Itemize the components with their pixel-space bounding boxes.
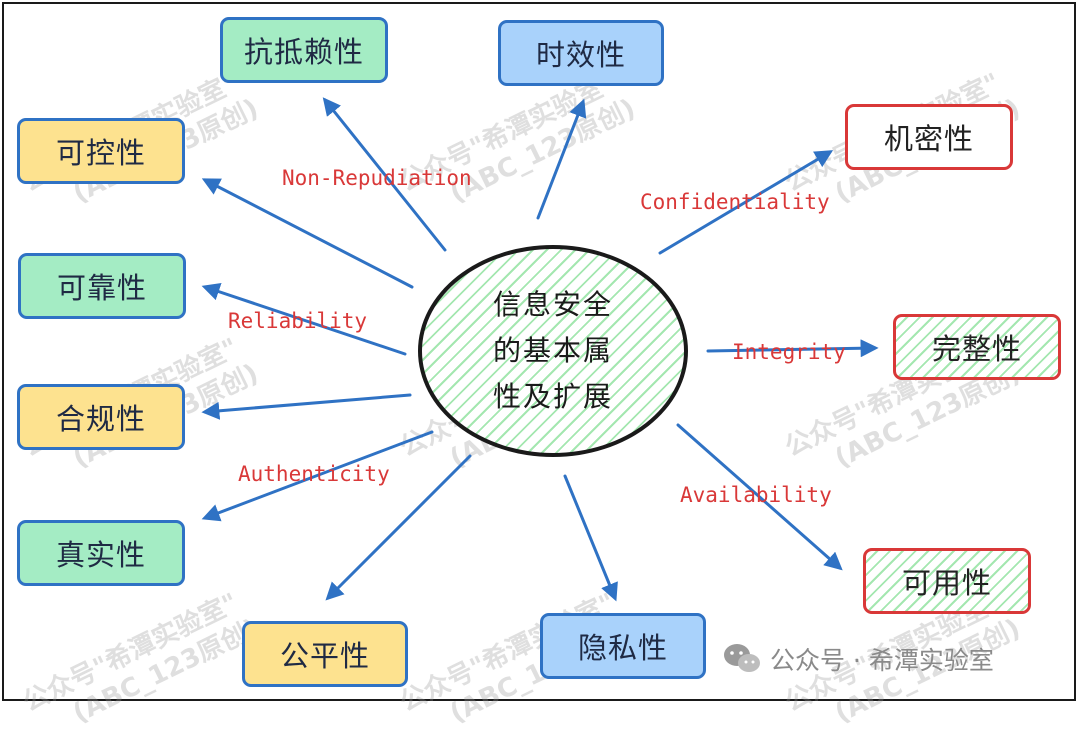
node-non-repudiation: 抗抵赖性 [220, 17, 388, 83]
node-availability: 可用性 [863, 548, 1031, 614]
diagram-frame [2, 2, 1076, 701]
node-timeliness: 时效性 [498, 20, 664, 86]
label-confidentiality: Confidentiality [640, 190, 830, 214]
label-integrity: Integrity [732, 340, 846, 364]
node-compliance: 合规性 [17, 384, 185, 450]
center-topic: 信息安全的基本属性及扩展 [418, 245, 688, 457]
label-non-repudiation: Non-Repudiation [282, 166, 472, 190]
node-fairness: 公平性 [242, 621, 408, 687]
node-integrity: 完整性 [893, 314, 1061, 380]
brand-footer: 公众号 · 希潭实验室 [722, 641, 994, 677]
center-title: 信息安全的基本属性及扩展 [492, 288, 613, 413]
label-reliability: Reliability [228, 309, 368, 333]
label-authenticity: Authenticity [238, 462, 390, 486]
node-controllability: 可控性 [17, 118, 185, 184]
node-privacy: 隐私性 [540, 613, 706, 679]
wechat-icon [724, 644, 760, 672]
label-availability: Availability [680, 483, 832, 507]
node-authenticity: 真实性 [17, 520, 185, 586]
brand-text: 公众号 · 希潭实验室 [770, 646, 994, 675]
node-confidentiality: 机密性 [845, 104, 1013, 170]
node-reliability: 可靠性 [18, 253, 186, 319]
